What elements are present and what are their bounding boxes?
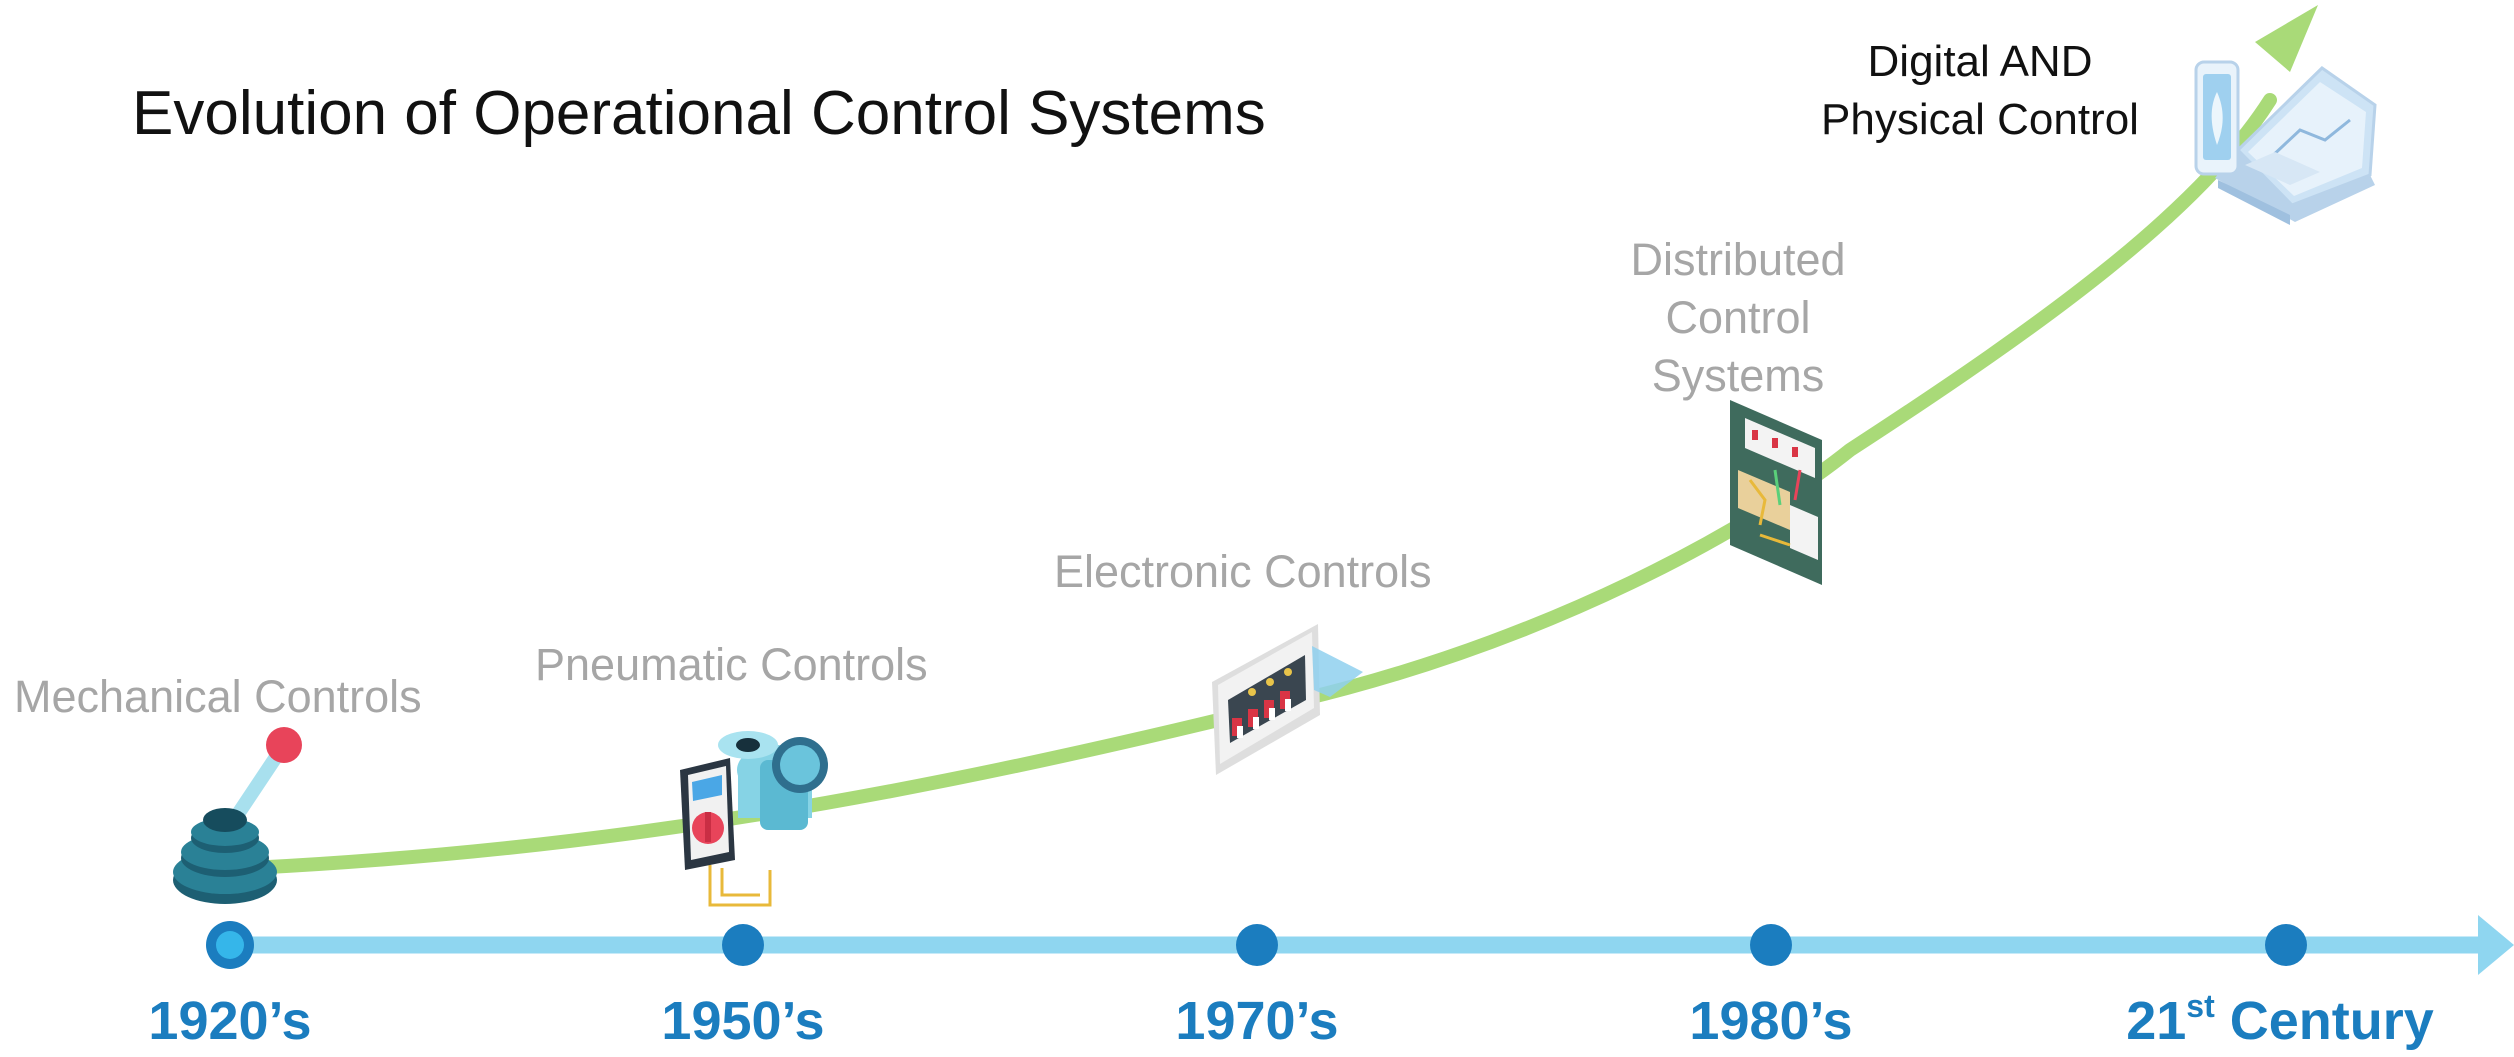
growth-curve-arrowhead [2255, 5, 2318, 72]
stage-label-distributed: Distributed Control Systems [1608, 231, 1868, 405]
control-cabinet-icon [1730, 400, 1822, 585]
stage-label-digital-line-1: Digital AND [1867, 37, 2093, 86]
timeline-axis [206, 915, 2514, 975]
timeline-dot-1980s [1750, 924, 1792, 966]
era-label-1920s: 1920’s [148, 991, 312, 1051]
era-label-21st-prefix: 21 [2126, 991, 2187, 1051]
stage-label-pneumatic: Pneumatic Controls [535, 639, 928, 690]
growth-curve [243, 5, 2318, 875]
stage-label-electronic: Electronic Controls [1054, 546, 1432, 597]
timeline-dot-21st-century [2265, 924, 2307, 966]
laptop-phone-icon [2194, 60, 2377, 225]
stage-label-distributed-line-3: Systems [1651, 350, 1825, 401]
growth-curve-line [243, 93, 2277, 875]
timeline-dot-1950s [722, 924, 764, 966]
joystick-lever-icon [173, 727, 302, 904]
era-label-21st-superscript: st [2186, 988, 2215, 1024]
era-label-1980s: 1980’s [1689, 991, 1853, 1051]
stage-label-distributed-line-1: Distributed [1630, 234, 1846, 285]
stage-label-digital: Digital AND Physical Control [1790, 33, 2170, 149]
electronic-panel-icon [1212, 624, 1363, 775]
page-title: Evolution of Operational Control Systems [132, 79, 1266, 148]
timeline-dot-1920s-inner [216, 931, 244, 959]
era-label-21st-suffix: Century [2214, 991, 2434, 1051]
era-label-1970s: 1970’s [1175, 991, 1339, 1051]
pneumatic-valve-icon [680, 731, 828, 907]
era-label-21st-century: 21st Century [2126, 990, 2434, 1052]
stage-label-distributed-line-2: Control [1665, 292, 1811, 343]
timeline-arrowhead [2478, 915, 2514, 975]
stage-label-digital-line-2: Physical Control [1821, 95, 2139, 144]
stage-label-mechanical: Mechanical Controls [14, 671, 422, 722]
era-label-1950s: 1950’s [661, 991, 825, 1051]
timeline-dot-1970s [1236, 924, 1278, 966]
